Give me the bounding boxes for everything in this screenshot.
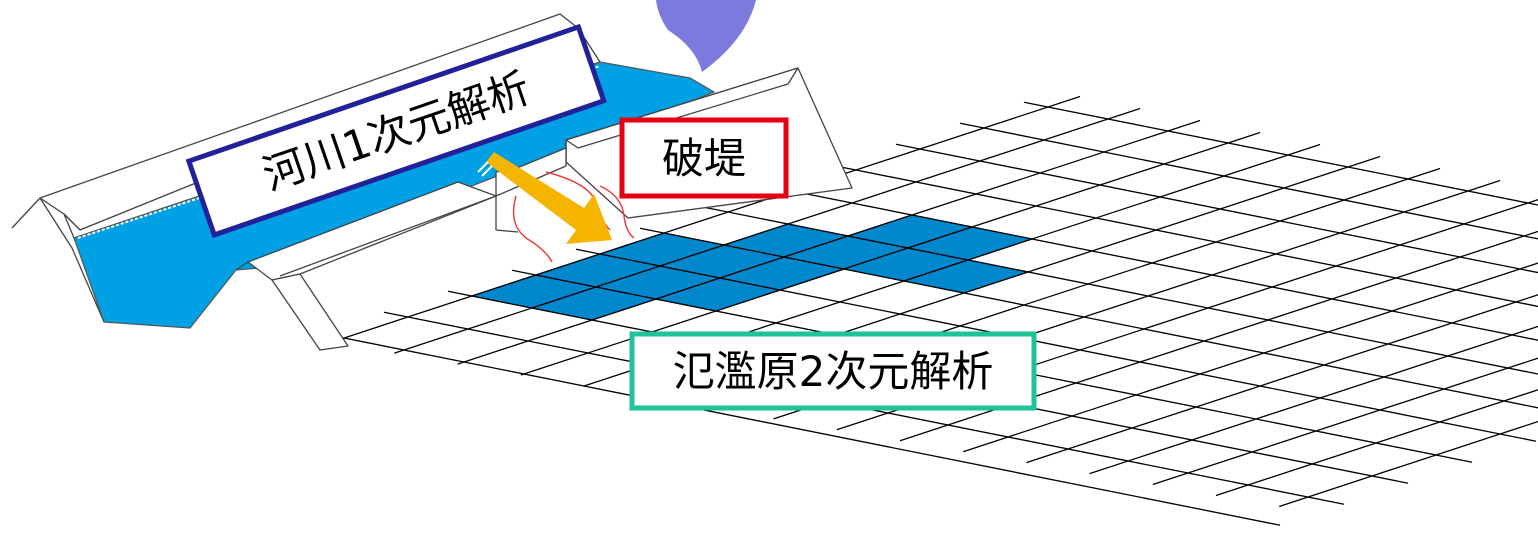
- grid-line: [1152, 357, 1538, 486]
- inundated-cell: [901, 259, 1031, 294]
- grid-line: [319, 332, 1281, 526]
- floodplain-analysis-text: 氾濫原2次元解析: [673, 347, 994, 396]
- grid-line: [1026, 294, 1538, 464]
- grid-line: [959, 122, 1538, 240]
- grid-line: [1023, 101, 1538, 206]
- grid-line: [895, 143, 1538, 274]
- inundated-cell: [905, 226, 1035, 261]
- grid-line: [1089, 325, 1538, 475]
- grid-line: [1278, 420, 1538, 508]
- arrow-icon: [477, 152, 612, 244]
- inundated-cells: [469, 214, 1035, 321]
- breach-label: 破堤: [619, 117, 789, 199]
- floodplain-analysis-label: 氾濫原2次元解析: [629, 331, 1037, 411]
- speech-bubble-icon: [656, 0, 756, 72]
- grid-line: [330, 95, 1081, 343]
- grid-line: [831, 164, 1538, 308]
- breach-text: 破堤: [662, 134, 746, 183]
- grid-line: [1215, 389, 1538, 497]
- grid-line: [962, 262, 1538, 453]
